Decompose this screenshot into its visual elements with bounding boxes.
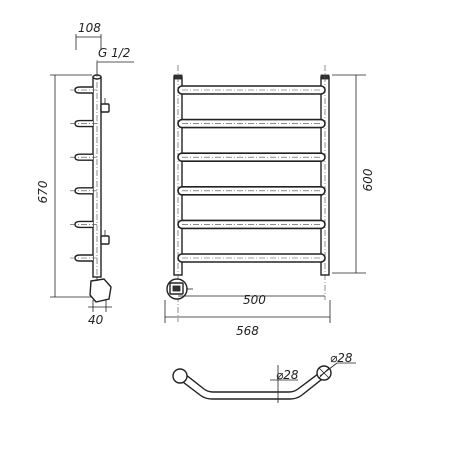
side-view: 108 G 1/2 670 <box>36 21 134 327</box>
label-600: 600 <box>361 168 375 191</box>
dim-total-height: 670 <box>36 74 92 298</box>
dim-axis-height: 600 <box>332 74 375 274</box>
thread-callout: G 1/2 <box>96 46 134 76</box>
dim-total-width: 568 <box>164 300 331 338</box>
side-rungs <box>70 86 97 262</box>
dim-pipe-diameter-left: ⌀28 <box>270 365 299 403</box>
dim-axis-width: 500 <box>178 293 325 307</box>
label-500: 500 <box>243 293 266 307</box>
label-diameter-right: ⌀28 <box>330 351 353 365</box>
front-rungs <box>177 85 326 263</box>
heater-controller <box>89 278 112 303</box>
heater-front <box>166 278 193 300</box>
wall-bracket-bottom <box>100 235 110 245</box>
label-670: 670 <box>36 180 50 203</box>
dim-wall-gap: 40 <box>88 300 112 327</box>
front-view: 600 500 568 <box>164 65 375 338</box>
label-diameter-left: ⌀28 <box>276 368 299 382</box>
label-568: 568 <box>236 324 259 338</box>
top-left-riser <box>172 368 188 384</box>
top-view: ⌀28 ⌀28 <box>172 351 356 403</box>
dim-connection-offset: 108 <box>75 21 102 50</box>
dim-pipe-diameter-right: ⌀28 <box>319 351 356 377</box>
label-40: 40 <box>88 313 104 327</box>
label-108: 108 <box>78 21 101 35</box>
label-thread: G 1/2 <box>98 46 130 60</box>
top-tube <box>173 370 327 400</box>
wall-bracket-top <box>100 103 110 113</box>
